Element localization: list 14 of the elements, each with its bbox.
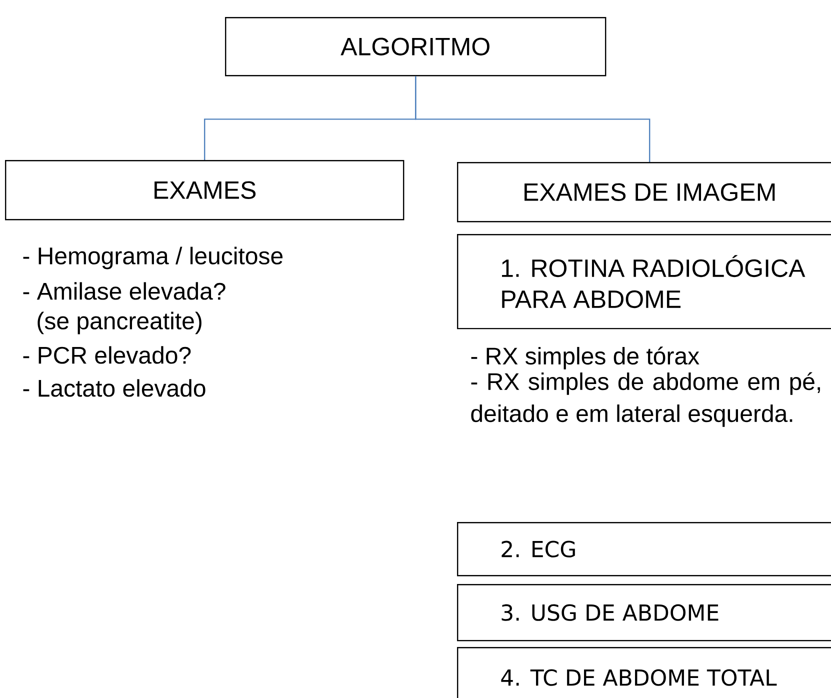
text-box: 3. USG DE ABDOME [457,584,831,642]
text-box: 2. ECG [457,522,831,576]
list-item: - PCR elevado? [23,346,191,364]
text-box: 4. TC DE ABDOME TOTAL [457,647,831,698]
list-item: - Amilase elevada? [23,282,226,300]
list-item: - Lactato elevado [23,379,206,397]
list-item: (se pancreatite) [38,312,202,334]
text-box: 1. ROTINA RADIOLÓGICA PARA ABDOME [457,234,831,330]
text-box: EXAMES DE IMAGEM [457,162,831,222]
text-box: ALGORITMO [225,17,606,76]
list-item: - Hemograma / leucitose [23,246,283,270]
text-box: EXAMES [5,160,404,220]
list-item: - RX simples de abdome em pé, deitado e em lateral esquerda. [471,372,820,427]
connector-line [415,76,650,162]
